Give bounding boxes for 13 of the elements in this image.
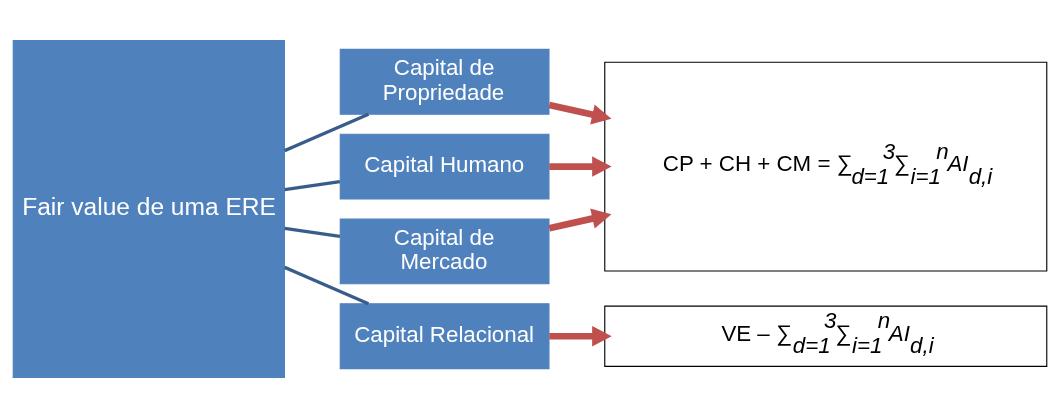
connector bbox=[284, 226, 341, 239]
connector bbox=[284, 112, 370, 153]
arrow bbox=[549, 156, 612, 177]
arrow bbox=[549, 326, 612, 347]
connector bbox=[284, 265, 370, 306]
node-box: Capital Relacional bbox=[339, 303, 550, 370]
arrow bbox=[548, 101, 612, 125]
node-box: Fair value de uma ERE bbox=[12, 39, 285, 379]
node-box: Capital de Mercado bbox=[339, 218, 550, 285]
arrow bbox=[548, 208, 612, 232]
node-box: Capital Humano bbox=[339, 133, 550, 200]
node-box: Capital de Propriedade bbox=[339, 48, 550, 115]
connector bbox=[284, 179, 341, 192]
